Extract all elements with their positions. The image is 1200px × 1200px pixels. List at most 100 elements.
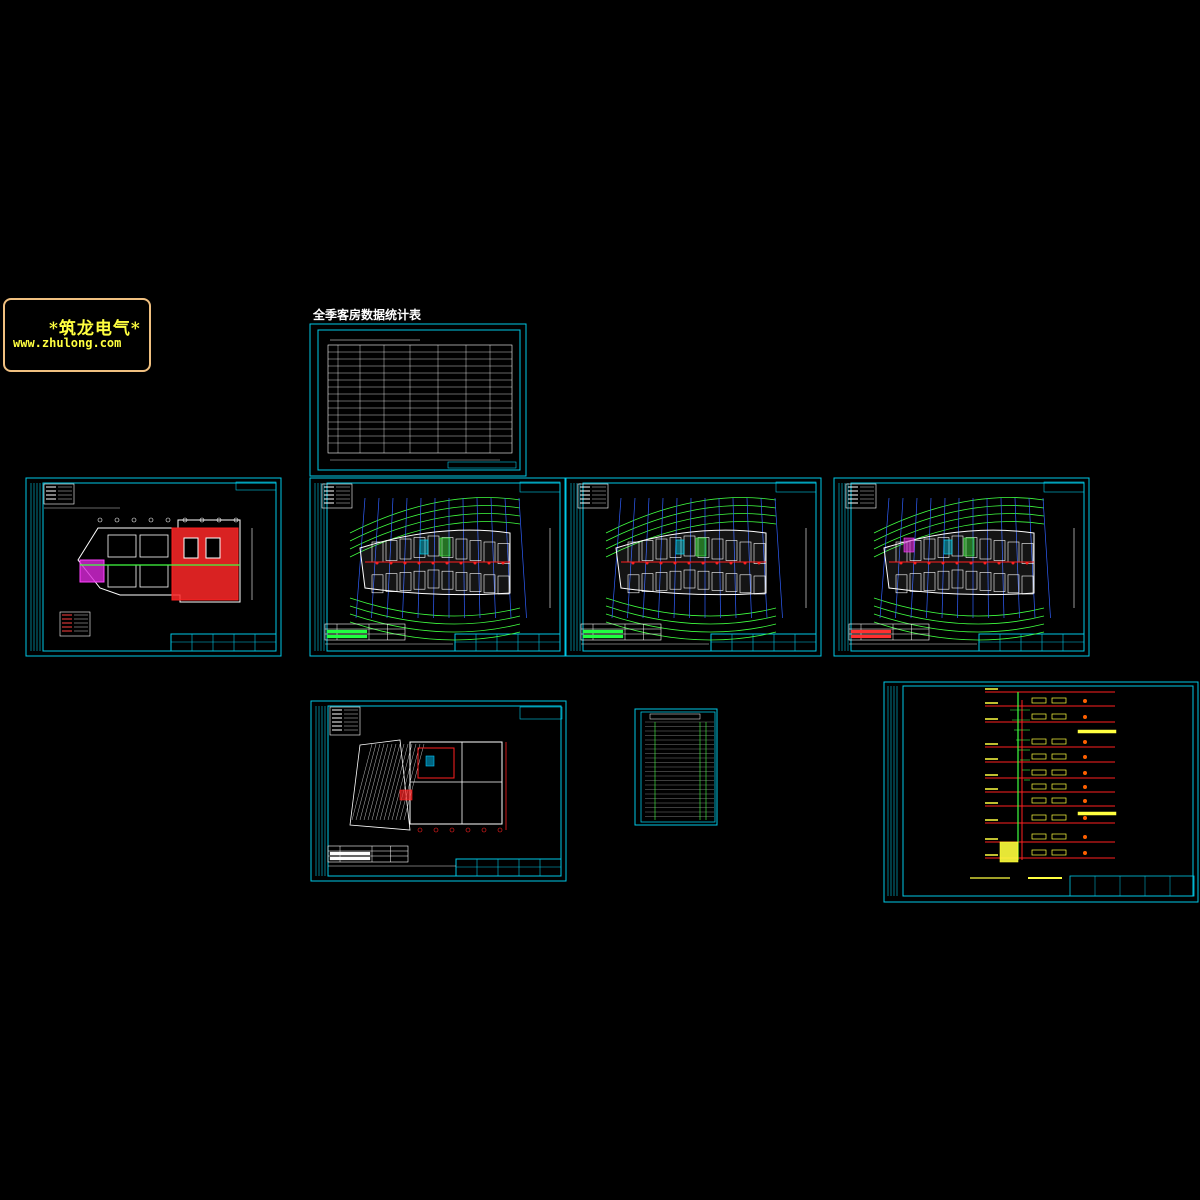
outlet-symbol xyxy=(1083,785,1087,789)
guest-room xyxy=(993,573,1006,592)
sheet-outer-frame xyxy=(309,323,527,477)
room-outline xyxy=(107,534,137,558)
equipment-unit xyxy=(425,755,435,767)
notes-table xyxy=(848,623,930,641)
notes-highlight xyxy=(850,634,892,639)
arc-grid-line xyxy=(605,613,777,633)
sheet-inner-frame xyxy=(640,711,716,823)
radial-axis-line xyxy=(1014,497,1020,619)
axis-bubble xyxy=(481,827,487,833)
sheet-outer-frame xyxy=(309,477,566,657)
hatch-line xyxy=(351,743,373,821)
arc-grid-line xyxy=(349,605,521,625)
radial-axis-line xyxy=(490,497,496,619)
guest-room xyxy=(951,569,964,589)
guest-room xyxy=(739,574,752,594)
sheet-guest-floor-plan-c xyxy=(833,477,1090,657)
guest-room xyxy=(993,540,1006,561)
radial-axis-line xyxy=(941,497,946,619)
axis-bubble xyxy=(497,827,503,833)
arc-grid-line xyxy=(605,521,777,558)
guest-room xyxy=(697,537,710,558)
axis-bubble xyxy=(148,517,154,523)
plan-outline xyxy=(409,741,503,825)
guest-room xyxy=(979,538,992,560)
radial-axis-line xyxy=(746,497,752,619)
data-table xyxy=(327,344,513,454)
hatched-zone xyxy=(349,739,411,831)
arc-grid-line xyxy=(349,513,521,550)
hatch-line xyxy=(395,743,417,821)
distribution-box xyxy=(1031,797,1047,804)
axis-bubble xyxy=(182,517,188,523)
arc-grid-line xyxy=(605,621,777,641)
sheet-inner-frame xyxy=(327,705,562,877)
room-outline xyxy=(139,534,169,558)
sheet-inner-frame xyxy=(326,482,561,652)
notes-highlight xyxy=(582,634,624,639)
notes-table xyxy=(324,623,406,641)
main-panel xyxy=(999,841,1019,863)
room-outline xyxy=(139,564,169,588)
guest-room xyxy=(385,573,398,592)
guest-room xyxy=(1007,574,1020,594)
elevator-core xyxy=(675,539,685,555)
guest-room xyxy=(655,572,668,591)
distribution-box xyxy=(1051,713,1067,720)
guest-room xyxy=(725,540,738,561)
arc-grid-line xyxy=(605,513,777,550)
elevator-core xyxy=(419,539,429,555)
radial-axis-line xyxy=(462,497,465,619)
radial-axis-line xyxy=(673,497,678,619)
outlet-symbol xyxy=(1083,816,1087,820)
radial-axis-line xyxy=(879,497,890,619)
distribution-box xyxy=(1031,738,1047,745)
sheet-label-box xyxy=(775,481,817,493)
guest-room xyxy=(711,572,724,591)
distribution-box xyxy=(1031,783,1047,790)
distribution-box xyxy=(1031,713,1047,720)
sheet-label-box xyxy=(519,481,561,493)
distribution-box xyxy=(1031,697,1047,704)
panel-box xyxy=(399,789,413,801)
radial-axis-line xyxy=(718,497,721,619)
guest-room xyxy=(937,537,950,558)
guest-room xyxy=(669,570,682,590)
arc-grid-line xyxy=(873,597,1045,617)
guest-room xyxy=(655,538,668,560)
note-tag xyxy=(1077,729,1117,734)
arc-grid-line xyxy=(349,521,521,558)
column-block xyxy=(205,537,221,559)
sheet-guest-floor-plan-a xyxy=(309,477,566,657)
guest-room xyxy=(399,572,412,591)
guest-room xyxy=(909,573,922,592)
guest-room xyxy=(483,574,496,594)
sheet-outer-frame xyxy=(310,700,567,882)
outlet-symbol xyxy=(1083,715,1087,719)
arc-grid-line xyxy=(605,497,777,534)
radial-axis-line xyxy=(611,497,622,619)
outlet-symbol xyxy=(1083,835,1087,839)
guest-room xyxy=(455,538,468,560)
sheet-label-box xyxy=(235,481,277,491)
distribution-box xyxy=(1051,849,1067,856)
legend-box xyxy=(577,483,609,509)
radial-axis-line xyxy=(627,497,636,619)
outlet-symbol xyxy=(1083,851,1087,855)
axis-bubble xyxy=(417,827,423,833)
elevator-core xyxy=(943,539,953,555)
distribution-box xyxy=(1051,697,1067,704)
hatch-line xyxy=(391,743,413,821)
sheet-drawing-index xyxy=(634,708,718,826)
purple-room xyxy=(79,559,105,583)
guest-room xyxy=(413,570,426,590)
radial-axis-line xyxy=(433,497,436,619)
legend-box xyxy=(59,611,91,637)
guest-room xyxy=(641,540,654,561)
distribution-box xyxy=(1031,753,1047,760)
radial-axis-line xyxy=(1028,497,1036,619)
sheet-ground-plan xyxy=(310,700,567,882)
arc-grid-line xyxy=(873,605,1045,625)
radial-axis-line xyxy=(1000,497,1005,619)
radial-axis-line xyxy=(774,497,783,619)
